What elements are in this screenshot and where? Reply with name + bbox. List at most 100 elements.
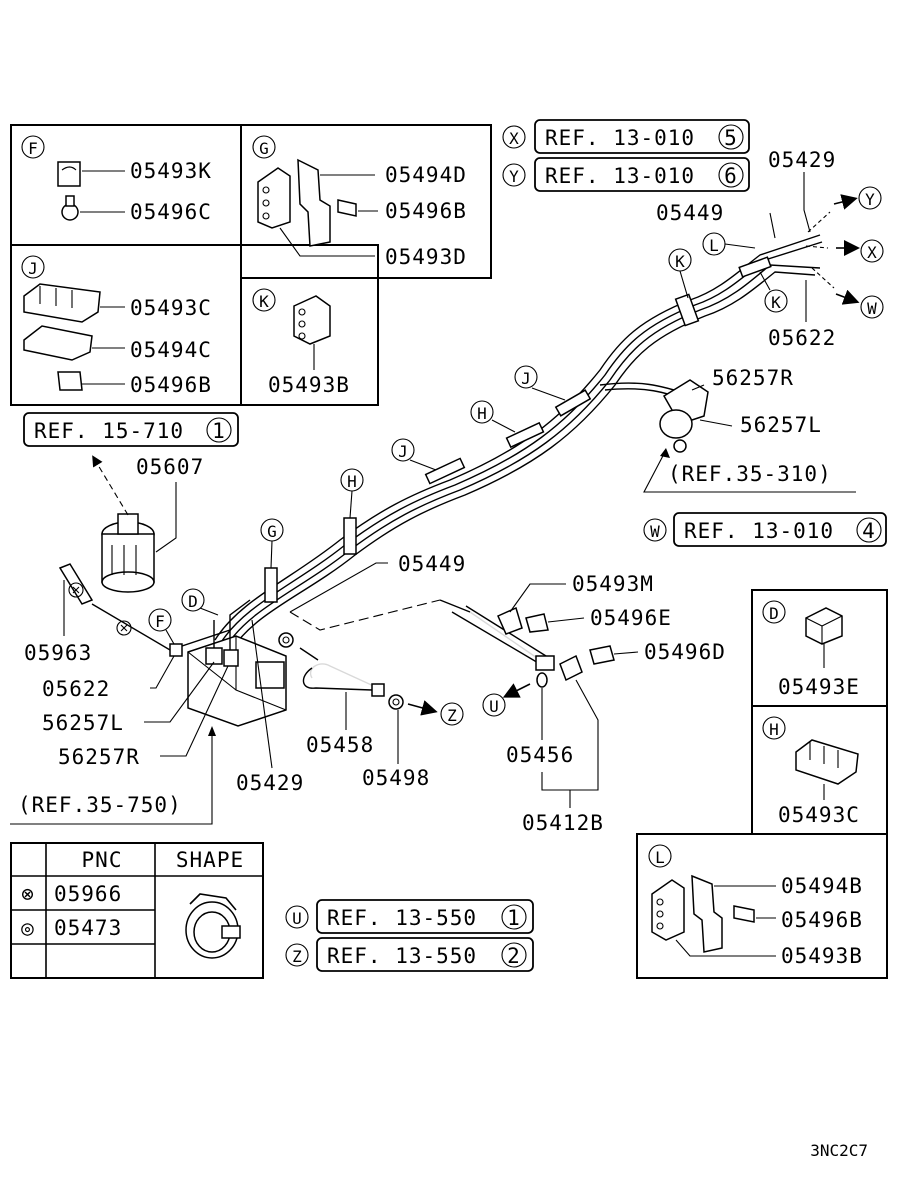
- label-56257R-left: 56257R: [58, 745, 140, 769]
- pnc-table: PNC SHAPE ⊗ 05966 ◎ 05473: [10, 842, 264, 979]
- part-05496B-label: 05496B: [385, 199, 467, 223]
- svg-text:6: 6: [724, 164, 738, 188]
- svg-text:Z: Z: [292, 947, 302, 966]
- ref-z: Z REF. 13-550 2: [285, 937, 534, 972]
- detail-k-letter: K: [259, 292, 269, 311]
- part-05493B-l-label: 05493B: [781, 944, 863, 968]
- detail-d-letter: D: [769, 604, 779, 623]
- pnc-row2-symbol: ◎: [21, 916, 35, 940]
- callout-x: X: [867, 243, 877, 262]
- label-56257R-top: 56257R: [712, 366, 794, 390]
- shape-header: SHAPE: [176, 848, 244, 872]
- bolt-05496B-shape: [337, 199, 357, 217]
- ref-x: X REF. 13-010 5: [502, 119, 750, 154]
- label-05496D: 05496D: [644, 640, 726, 664]
- part-05493C-h-label: 05493C: [778, 803, 860, 827]
- label-05607: 05607: [136, 455, 204, 479]
- ref-35-750: (REF.35-750): [18, 793, 182, 817]
- bracket-05494B-shape: [691, 874, 723, 953]
- ref-u: U REF. 13-550 1: [285, 899, 534, 934]
- part-05494D-label: 05494D: [385, 163, 467, 187]
- svg-text:U: U: [292, 909, 302, 928]
- callout-j1: J: [521, 369, 531, 388]
- detail-h: H 05493C: [751, 705, 888, 835]
- part-05494B-label: 05494B: [781, 874, 863, 898]
- ref-z-text: REF. 13-550: [327, 944, 477, 968]
- ref-w: W REF. 13-010 4: [643, 512, 887, 547]
- callout-h1: H: [477, 404, 487, 423]
- svg-text:W: W: [650, 522, 660, 541]
- detail-d: D 05493E: [751, 589, 888, 707]
- callout-k2: K: [771, 293, 781, 312]
- label-56257L-top: 56257L: [740, 413, 822, 437]
- top-right-pipe-ends: [805, 194, 860, 305]
- part-05496B-l-label: 05496B: [781, 908, 863, 932]
- part-05493C-label: 05493C: [130, 296, 212, 320]
- callout-u: U: [489, 697, 499, 716]
- detail-j: J 05493C 05494C 05496B: [21, 255, 212, 397]
- clip-05493B-shape: [293, 295, 331, 345]
- label-05449-top: 05449: [656, 201, 724, 225]
- label-05458: 05458: [306, 733, 374, 757]
- hose-05458: [278, 632, 438, 716]
- part-05496B-j-label: 05496B: [130, 373, 212, 397]
- detail-g: G 05494D 05496B 05493D: [252, 135, 467, 269]
- callout-d: D: [188, 592, 198, 611]
- clip-05493D-shape: [257, 167, 291, 229]
- pnc-row1-symbol: ⊗: [21, 882, 35, 906]
- label-05963: 05963: [24, 641, 92, 665]
- pnc-header: PNC: [82, 848, 123, 872]
- svg-text:X: X: [509, 129, 519, 148]
- svg-text:5: 5: [724, 126, 738, 150]
- clip-05493C-h-shape: [795, 739, 859, 785]
- callout-y: Y: [865, 190, 875, 209]
- ref-y-text: REF. 13-010: [545, 164, 695, 188]
- part-05496C-label: 05496C: [130, 200, 212, 224]
- label-56257L-left: 56257L: [42, 711, 124, 735]
- svg-text:2: 2: [507, 944, 521, 968]
- proportioning-valve-upper: [659, 379, 709, 453]
- detail-l-letter: L: [655, 848, 665, 867]
- label-05493M: 05493M: [572, 572, 654, 596]
- main-callouts: Y X W L K K J J H H G D F U Z: [148, 186, 884, 726]
- callout-k1: K: [675, 252, 685, 271]
- detail-g-letter: G: [259, 139, 269, 158]
- bracket-05494C-shape: [23, 325, 93, 361]
- svg-text:1: 1: [507, 906, 521, 930]
- hose-clamp-shape-icon: [185, 893, 241, 959]
- detail-f-letter: F: [28, 139, 38, 158]
- detail-f: F 05493K 05496C: [21, 135, 212, 224]
- fuel-pump-05607: [92, 455, 155, 593]
- label-05496E: 05496E: [590, 606, 672, 630]
- master-cylinder-block: [187, 599, 287, 727]
- callout-f: F: [155, 612, 165, 631]
- part-05494C-label: 05494C: [130, 338, 212, 362]
- part-05493E-label: 05493E: [778, 675, 860, 699]
- part-05493B-k-label: 05493B: [268, 373, 350, 397]
- label-05456: 05456: [506, 743, 574, 767]
- label-05622-top: 05622: [768, 326, 836, 350]
- clip-05493B-l-shape: [651, 879, 685, 941]
- clip-05493K-shape: [57, 161, 81, 187]
- part-05493K-label: 05493K: [130, 159, 212, 183]
- bundle-clamps: [264, 256, 772, 603]
- diagram-code: 3NC2C7: [810, 1141, 868, 1160]
- ref-35-310: (REF.35-310): [668, 462, 832, 486]
- hose-05456: [439, 599, 583, 698]
- detail-l: L 05494B 05496B 05493B: [636, 833, 888, 979]
- bolt-05496B-j-shape: [57, 371, 83, 391]
- ref-y: Y REF. 13-010 6: [502, 157, 750, 192]
- detail-j-letter: J: [28, 259, 38, 278]
- svg-text:4: 4: [862, 519, 876, 543]
- callout-l: L: [709, 236, 719, 255]
- callout-z: Z: [447, 706, 457, 725]
- callout-w: W: [867, 299, 877, 318]
- main-part-labels: 05429 05449 05622 56257R 56257L (REF.35-…: [10, 148, 856, 835]
- ref-15-710: REF. 15-710 1: [23, 412, 239, 447]
- label-05449-mid: 05449: [398, 552, 466, 576]
- left-pipe-assembly: [58, 563, 231, 657]
- detail-box-group-top-left: [10, 124, 492, 406]
- label-05429-top: 05429: [768, 148, 836, 172]
- detail-k: K 05493B: [252, 288, 350, 397]
